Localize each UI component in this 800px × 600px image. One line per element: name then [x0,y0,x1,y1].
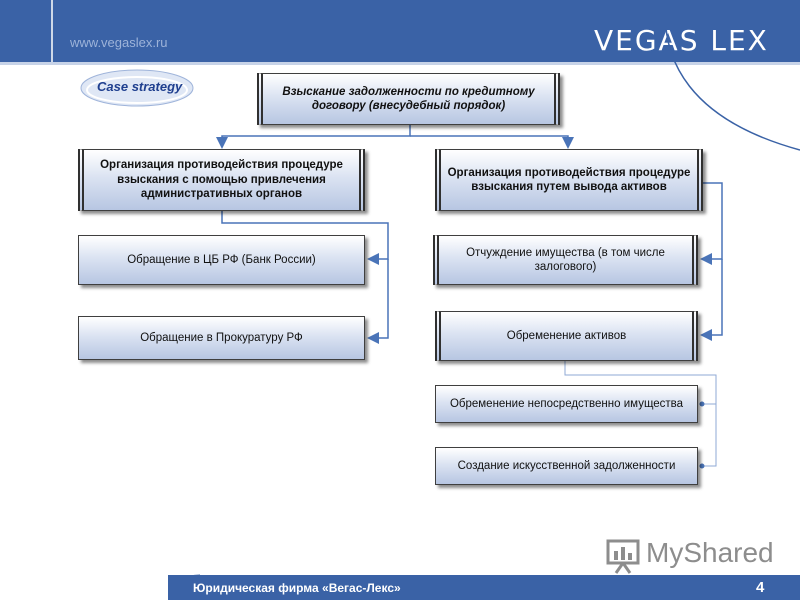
page-number: 4 [756,579,765,596]
decorative-arc [664,0,800,151]
site-url: www.vegaslex.ru [70,35,168,50]
case-strategy-label: Case strategy [97,79,183,94]
company-logo: VEGAS LEX [594,24,769,57]
footer-left-panel [0,575,168,600]
left-item-box: Обращение в Прокуратуру РФ [78,316,365,360]
case-strategy-badge [80,69,194,107]
connector-left-item2 [367,259,389,344]
connector-dot [699,401,705,407]
connector-right-item1 [700,182,723,265]
right-item-box: Обременение активов [435,311,698,361]
connector-dot [699,463,705,469]
right-branch-box: Организация противодействия процедуре вз… [435,149,703,211]
connector-sub2 [702,404,717,467]
root-box: Взыскание задолженности по кредитному до… [257,73,560,125]
right-subitem-box: Обременение непосредственно имущества [435,385,698,423]
right-item-box: Отчуждение имущества (в том числе залого… [433,235,698,285]
connector-sub1 [564,361,717,405]
connector-left-item1 [221,211,389,265]
left-branch-box: Организация противодействия процедуре вз… [78,149,365,211]
firm-name: Юридическая фирма «Вегас-Лекс» [193,581,401,595]
connector-right-item2 [700,259,723,341]
watermark-text: MyShared [646,537,774,568]
left-item-box: Обращение в ЦБ РФ (Банк России) [78,235,365,285]
connector-root-left [216,125,411,149]
presentation-icon [606,539,640,574]
right-subitem-box: Создание искусственной задолженности [435,447,698,485]
connector-root-right [410,135,574,149]
header-divider [0,62,800,65]
